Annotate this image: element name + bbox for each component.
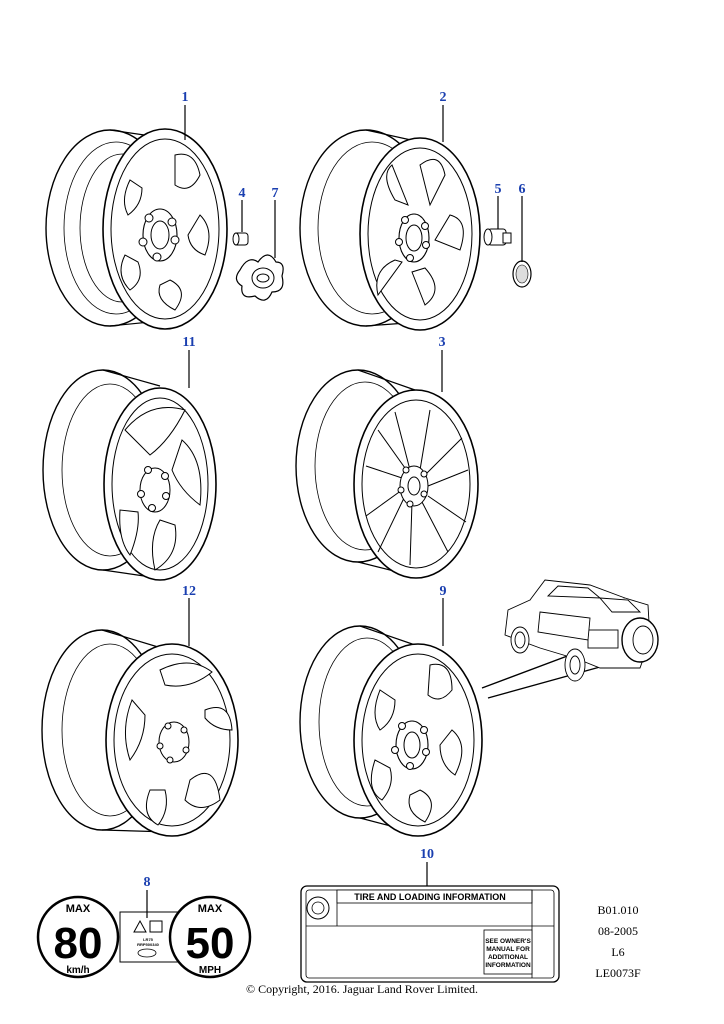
callout-3: 3 (439, 335, 446, 350)
vehicle-illustration (504, 579, 659, 682)
copyright-notice: © Copyright, 2016. Jaguar Land Rover Lim… (245, 982, 479, 996)
callout-12: 12 (182, 584, 196, 599)
callout-9: 9 (440, 584, 447, 599)
code-illustration: LE0073F (595, 966, 641, 980)
speed-code-2: RRP500340 (137, 942, 160, 947)
code-section: B01.010 (597, 903, 639, 917)
speed-label-8[interactable]: MAX 80 km/h MAX 50 MPH LR75 RRP500340 (36, 895, 252, 979)
callout-10: 10 (420, 847, 434, 862)
callout-2: 2 (440, 90, 447, 105)
callout-1: 1 (182, 90, 189, 105)
wheel-12[interactable] (41, 629, 239, 837)
callout-6: 6 (519, 182, 526, 197)
wheel-11[interactable] (42, 369, 217, 581)
tire-note-1: SEE OWNER'S (485, 938, 531, 945)
callout-8: 8 (144, 875, 151, 890)
callout-4: 4 (239, 186, 246, 201)
speed-right-value: 50 (186, 919, 235, 968)
code-model: L6 (611, 945, 625, 959)
reference-codes: B01.010 08-2005 L6 LE0073F (578, 900, 658, 984)
wheel-9[interactable] (299, 625, 619, 837)
callout-7: 7 (272, 186, 279, 201)
centre-cap-7[interactable] (235, 254, 284, 301)
tire-label-title: TIRE AND LOADING INFORMATION (354, 892, 506, 902)
speed-code-1: LR75 (143, 937, 154, 942)
code-date: 08-2005 (598, 924, 638, 938)
callout-labels: 1 2 3 4 5 6 7 8 9 10 11 12 (144, 90, 526, 890)
wheel-3[interactable] (295, 369, 479, 579)
wheel-1[interactable] (45, 128, 228, 330)
speed-left-value: 80 (54, 919, 103, 968)
speed-right-max: MAX (198, 903, 223, 915)
manual-icon (149, 920, 163, 933)
callout-11: 11 (182, 335, 195, 350)
centre-cap-6[interactable] (512, 260, 532, 288)
leader-lines (146, 105, 523, 918)
wheel-nut-4[interactable] (232, 232, 249, 246)
tire-note-2: MANUAL FOR (486, 946, 530, 953)
callout-5: 5 (495, 182, 502, 197)
brand-logo (137, 948, 157, 958)
tire-label-10[interactable]: TIRE AND LOADING INFORMATION SEE OWNER'S… (300, 885, 560, 983)
warning-icon (133, 919, 147, 933)
speed-right-unit: MPH (199, 965, 221, 976)
tire-note-3: ADDITIONAL (488, 954, 528, 961)
speed-left-max: MAX (66, 903, 91, 915)
wheel-nut-5[interactable] (483, 228, 512, 246)
wheel-2[interactable] (299, 129, 481, 331)
speed-left-unit: km/h (66, 965, 89, 976)
tire-note-4: INFORMATION (485, 962, 531, 969)
